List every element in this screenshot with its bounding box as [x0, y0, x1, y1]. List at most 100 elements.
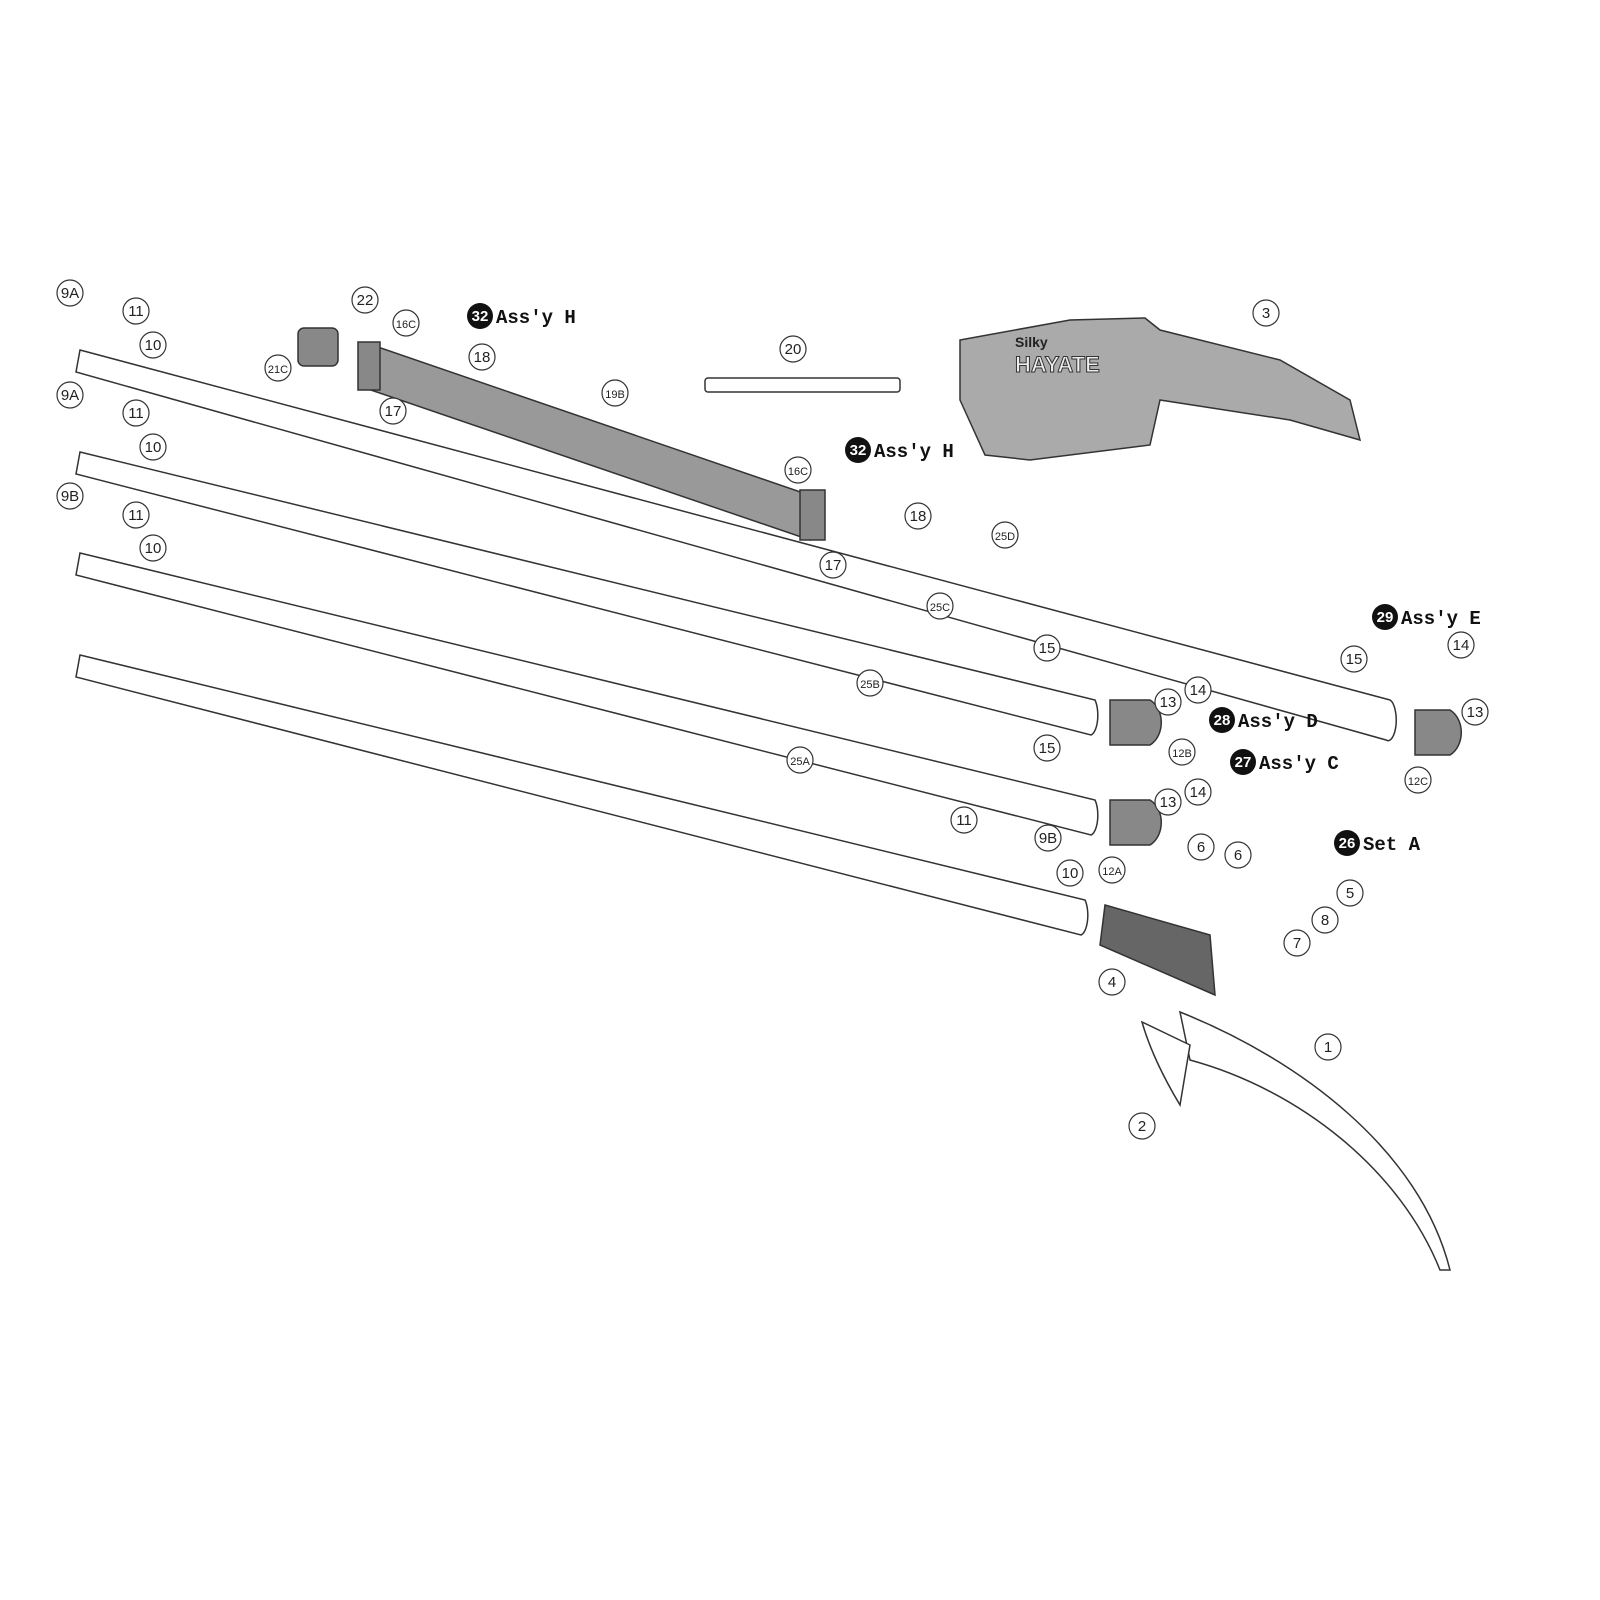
- model-logo: HAYATE: [1015, 352, 1100, 377]
- lever-lock-12b: [1109, 699, 1163, 746]
- callout-circle: [56, 482, 84, 510]
- assembly-callout: 32 Ass'y H: [845, 437, 954, 463]
- part-number: 20: [785, 341, 802, 358]
- part-number: 12A: [1102, 866, 1122, 878]
- part-number: 1: [1324, 1039, 1332, 1056]
- part-callout: 21C: [264, 354, 292, 382]
- callout-circle: [819, 551, 847, 579]
- part-number: 25A: [790, 756, 810, 768]
- part-number: 14: [1190, 682, 1207, 699]
- part-number: 17: [825, 557, 842, 574]
- part-callout: 8: [1311, 906, 1339, 934]
- callout-circle: [926, 592, 954, 620]
- callout-circle: [1034, 824, 1062, 852]
- part-number: 18: [474, 349, 491, 366]
- lever-lock-12a: [1109, 799, 1163, 846]
- callout-circle: [1184, 778, 1212, 806]
- pole-25d: [75, 349, 1397, 742]
- callout-circle: [1098, 968, 1126, 996]
- part-number: 9B: [61, 488, 79, 505]
- brand-logo: Silky: [1015, 334, 1048, 350]
- part-number: 14: [1453, 637, 1470, 654]
- part-number: 25C: [930, 602, 950, 614]
- part-callouts: 9A11109A11109B11102216C21C181719B20316C1…: [56, 279, 1489, 1140]
- collar-16c: [357, 341, 381, 391]
- part-number: 19B: [605, 389, 625, 401]
- part-number: 11: [128, 507, 144, 524]
- assembly-number: 32: [472, 308, 489, 325]
- callout-circle: [991, 521, 1019, 549]
- callout-circle: [1098, 856, 1126, 884]
- assembly-label: Ass'y C: [1259, 753, 1339, 775]
- part-number: 13: [1160, 794, 1177, 811]
- part-callout: 22: [351, 286, 379, 314]
- part-number: 12C: [1408, 776, 1428, 788]
- part-callout: 17: [379, 397, 407, 425]
- assembly-callout: 32 Ass'y H: [467, 303, 576, 329]
- end-cap-21c: [297, 327, 339, 367]
- pole-25c: [75, 451, 1099, 736]
- callout-circle: [904, 502, 932, 530]
- callout-circle: [784, 456, 812, 484]
- part-callout: 9B: [1034, 824, 1062, 852]
- part-number: 21C: [268, 364, 288, 376]
- part-number: 15: [1039, 740, 1056, 757]
- part-number: 18: [910, 508, 927, 525]
- part-number: 11: [128, 405, 144, 422]
- part-number: 9B: [1039, 830, 1057, 847]
- part-number: 7: [1293, 935, 1301, 952]
- part-number: 10: [1062, 865, 1079, 882]
- assembly-label: Ass'y H: [874, 441, 954, 463]
- assembly-label: Ass'y E: [1401, 608, 1481, 630]
- part-callout: 10: [139, 433, 167, 461]
- callout-circle: [122, 297, 150, 325]
- part-callout: 2: [1128, 1112, 1156, 1140]
- part-number: 25B: [860, 679, 880, 691]
- pole-25a: [75, 654, 1089, 936]
- callout-circle: [1154, 688, 1182, 716]
- part-number: 14: [1190, 784, 1207, 801]
- part-callout: 6: [1224, 841, 1252, 869]
- callout-circle: [1283, 929, 1311, 957]
- part-callout: 10: [1056, 859, 1084, 887]
- part-number: 6: [1234, 847, 1242, 864]
- logo: Silky HAYATE: [1015, 334, 1101, 378]
- part-callout: 13: [1154, 688, 1182, 716]
- saw-holder-3: [959, 317, 1362, 461]
- part-callout: 12B: [1168, 738, 1196, 766]
- part-number: 25D: [995, 531, 1015, 543]
- part-number: 9A: [61, 285, 79, 302]
- part-number: 8: [1321, 912, 1329, 929]
- lever-lock-12c: [1414, 709, 1463, 756]
- bracket-4: [1099, 904, 1216, 997]
- part-number: 6: [1197, 839, 1205, 856]
- part-callout: 6: [1187, 833, 1215, 861]
- callout-circle: [1252, 299, 1280, 327]
- assembly-badge: [467, 303, 493, 329]
- part-number: 15: [1346, 651, 1363, 668]
- callout-circle: [1033, 734, 1061, 762]
- part-callout: 14: [1184, 676, 1212, 704]
- assembly-label: Ass'y H: [496, 307, 576, 329]
- callout-circle: [139, 534, 167, 562]
- part-callout: 7: [1283, 929, 1311, 957]
- part-callout: 15: [1033, 634, 1061, 662]
- strap-20: [704, 377, 901, 393]
- part-callout: 3: [1252, 299, 1280, 327]
- assembly-badge: [845, 437, 871, 463]
- callout-circle: [856, 669, 884, 697]
- assembly-number: 32: [850, 442, 867, 459]
- part-callout: 9A: [56, 381, 84, 409]
- part-number: 5: [1346, 885, 1354, 902]
- part-callout: 25B: [856, 669, 884, 697]
- pole-25b: [75, 552, 1099, 836]
- assembly-badge: [1372, 604, 1398, 630]
- part-number: 11: [128, 303, 144, 320]
- part-number: 2: [1138, 1118, 1146, 1135]
- part-callout: 19B: [601, 379, 629, 407]
